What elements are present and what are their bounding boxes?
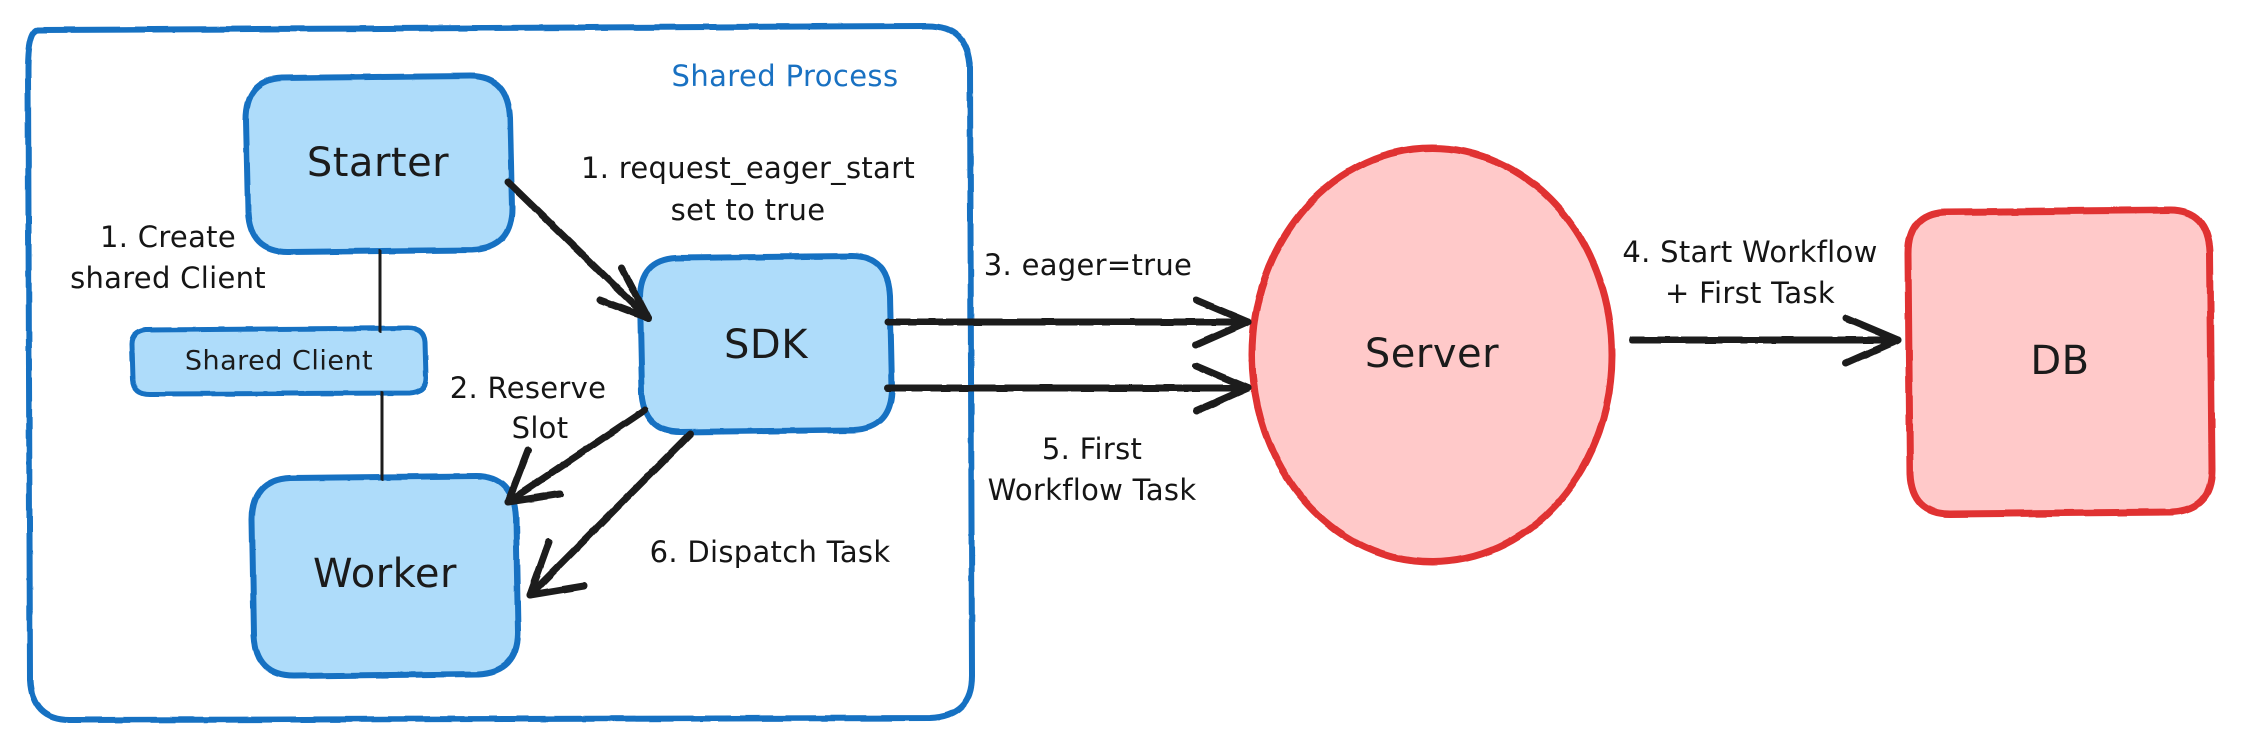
node-server[interactable]: Server — [1248, 144, 1616, 566]
edge3-line2: set to true — [671, 193, 826, 227]
node-sdk[interactable]: SDK — [637, 253, 895, 435]
arrowhead-icon — [1192, 362, 1252, 415]
edge-server-sdk-first-workflow-task — [884, 362, 1252, 415]
arrowhead-icon — [1192, 296, 1252, 349]
edge-sdk-worker-dispatch-task — [526, 430, 694, 599]
arrowhead-icon — [596, 264, 652, 322]
edge6-line1: 4. Start Workflow — [1622, 235, 1877, 269]
edge7-line1: 5. First — [1042, 432, 1142, 466]
edge-line — [376, 249, 384, 333]
shared-client-shape — [129, 325, 429, 397]
node-shared-client[interactable]: Shared Client — [129, 325, 429, 397]
arrowhead-icon — [1842, 314, 1902, 367]
edge-sdk-worker-reserve-slot — [504, 406, 649, 506]
arrowhead-icon — [526, 538, 588, 599]
shared-process-border — [25, 23, 975, 723]
db-label: DB — [2030, 338, 2089, 384]
edge-label-reserve-slot: 2. Reserve Slot — [450, 371, 606, 445]
node-starter[interactable]: Starter — [243, 73, 515, 255]
arrowhead-icon — [504, 446, 564, 506]
shared-client-label: Shared Client — [185, 346, 373, 377]
edge-line — [378, 391, 386, 481]
edge1-line2: shared Client — [70, 261, 266, 295]
edge-label-dispatch-task: 6. Dispatch Task — [650, 535, 891, 569]
edge-line — [526, 430, 694, 599]
edge-starter-sdk — [504, 178, 652, 322]
sdk-label: SDK — [724, 322, 809, 368]
edge-line — [504, 178, 652, 322]
edge-label-create-shared-client: 1. Create shared Client — [70, 220, 266, 295]
sdk-shape — [637, 253, 895, 435]
edge1-line1: 1. Create — [100, 220, 236, 254]
worker-label: Worker — [313, 551, 457, 597]
edge-label-request-eager-start: 1. request_eager_start set to true — [581, 151, 915, 227]
edge3-line1: 1. request_eager_start — [581, 151, 915, 185]
starter-shape — [243, 73, 515, 255]
db-shape — [1904, 206, 2216, 518]
server-label: Server — [1365, 331, 1499, 377]
starter-label: Starter — [307, 140, 449, 186]
edge-starter-shared-client — [376, 249, 384, 333]
server-shape — [1248, 144, 1616, 566]
edge6-line2: + First Task — [1665, 276, 1835, 310]
edge-label-eager-true: 3. eager=true — [984, 248, 1192, 282]
edge4-line1: 2. Reserve — [450, 371, 606, 405]
edge-label-start-workflow: 4. Start Workflow + First Task — [1622, 235, 1877, 310]
edge-server-db — [1628, 314, 1902, 367]
edge5-line1: 3. eager=true — [984, 248, 1192, 282]
shared-process-group — [25, 23, 975, 723]
edge-sdk-server-eager — [884, 296, 1252, 349]
node-worker[interactable]: Worker — [249, 473, 521, 679]
edge-shared-client-worker — [378, 391, 386, 481]
shared-process-label: Shared Process — [672, 59, 899, 93]
edge8-line1: 6. Dispatch Task — [650, 535, 891, 569]
edge-label-first-workflow-task: 5. First Workflow Task — [988, 432, 1197, 507]
edge7-line2: Workflow Task — [988, 473, 1197, 507]
node-db[interactable]: DB — [1904, 206, 2216, 518]
edge4-line2: Slot — [512, 411, 569, 445]
edge-line — [504, 406, 649, 506]
